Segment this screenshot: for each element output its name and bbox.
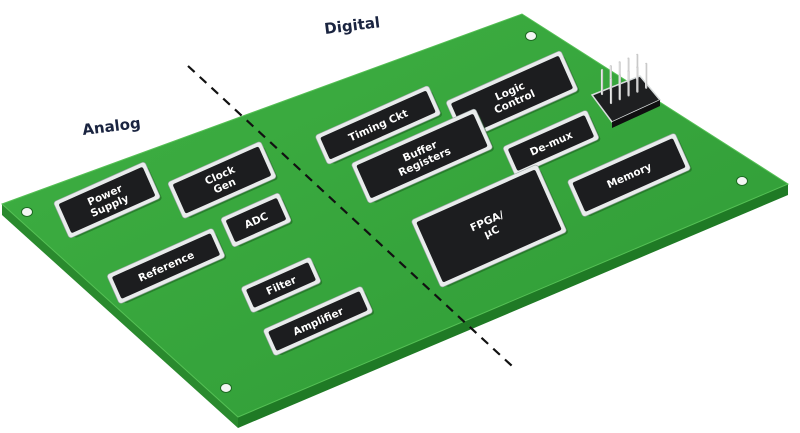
chip-body [451, 56, 573, 136]
chip-body [173, 146, 271, 214]
chip-adc: ADC [220, 193, 293, 247]
chip-body [268, 291, 368, 351]
mounting-hole-bottom [220, 383, 232, 393]
chip-body [572, 138, 686, 212]
mounting-hole-right [736, 176, 748, 186]
chip-body [59, 167, 155, 233]
chip-body [226, 198, 286, 242]
digital-region-label: Digital [323, 13, 381, 38]
chip-de-mux: De-mux [503, 110, 601, 176]
chip-body [508, 115, 594, 171]
chip-body [416, 170, 562, 282]
analog-region-label: Analog [81, 114, 141, 139]
board-surface [1, 13, 790, 418]
chip-fpga-uc: FPGA/µC [411, 164, 568, 288]
chip-body [112, 233, 220, 299]
chip-body [356, 114, 488, 198]
mounting-hole-left [21, 207, 33, 217]
pin-header-icon [590, 53, 662, 128]
chip-body [320, 91, 436, 159]
board-edge-front [238, 184, 788, 428]
pin-header-side [612, 100, 660, 128]
chip-body [246, 262, 316, 308]
board-edge-left [2, 204, 238, 428]
chip-memory: Memory [567, 133, 692, 217]
chip-reference: Reference [107, 228, 227, 304]
chip-filter: Filter [241, 257, 323, 313]
chip-timing-ckt: Timing Ckt [315, 85, 442, 165]
mounting-hole-top [525, 31, 537, 41]
